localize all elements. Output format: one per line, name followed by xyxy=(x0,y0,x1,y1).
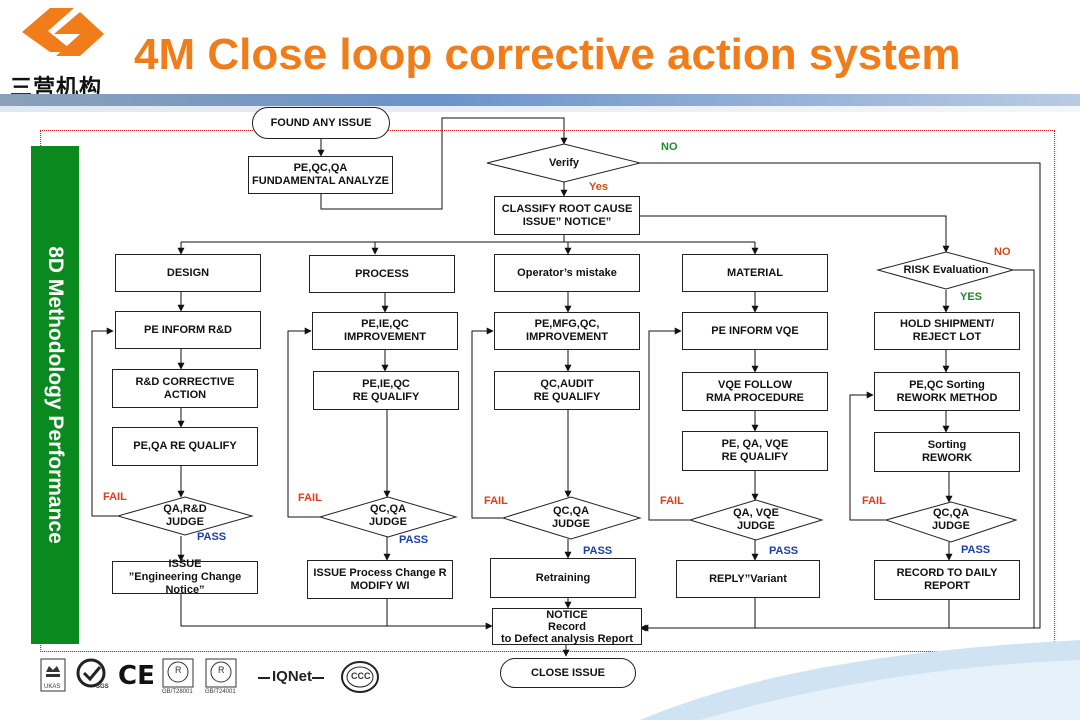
verify-decision-label: Verify xyxy=(549,156,579,169)
pe-qa-vqe-requalify-node: PE, QA, VQE RE QUALIFY xyxy=(682,431,828,471)
judge-process-label: QC,QA JUDGE xyxy=(369,503,407,528)
design-pass-tag: PASS xyxy=(197,531,227,543)
material-fail-tag: FAIL xyxy=(660,495,684,507)
pe-ie-qc-requalify-node: PE,IE,QC RE QUALIFY xyxy=(313,371,459,410)
pe-mfg-qc-improvement-node: PE,MFG,QC, IMPROVEMENT xyxy=(494,312,640,350)
notice-record-node: NOTICE Record to Defect analysis Report xyxy=(492,608,642,645)
vqe-follow-rma-node: VQE FOLLOW RMA PROCEDURE xyxy=(682,372,828,411)
issue-process-change-node: ISSUE Process Change R MODIFY WI xyxy=(307,560,453,599)
judge-design-label: QA,R&D JUDGE xyxy=(163,503,207,528)
iqnet-label: IQNet xyxy=(272,668,313,685)
verify-decision-shape xyxy=(486,143,641,183)
ukas-crown-icon xyxy=(40,658,66,692)
pe-qc-sorting-node: PE,QC Sorting REWORK METHOD xyxy=(874,372,1020,411)
reply-variant-node: REPLY”Variant xyxy=(676,560,820,598)
rohs-mark-icon xyxy=(205,658,237,688)
rohs-mark-icon xyxy=(162,658,194,688)
rohs-badge-2: R GB/T24001 xyxy=(205,658,239,695)
sgs-badge: SGS xyxy=(76,658,110,692)
operator-fail-tag: FAIL xyxy=(484,495,508,507)
ce-badge: CE xyxy=(118,661,155,691)
sorting-rework-node: Sorting REWORK xyxy=(874,432,1020,472)
judge-material-label: QA, VQE JUDGE xyxy=(733,507,779,532)
qc-audit-requalify-node: QC,AUDIT RE QUALIFY xyxy=(494,371,640,410)
brand-logo xyxy=(22,8,104,56)
rohs-r-2: R xyxy=(218,665,225,675)
conn-design-fail-loop xyxy=(91,327,118,517)
classify-root-cause-node: CLASSIFY ROOT CAUSE ISSUE” NOTICE” xyxy=(494,196,640,235)
bottom-wave-decoration xyxy=(640,640,1080,720)
judge-design-shape xyxy=(116,496,254,536)
verify-yes-tag: Yes xyxy=(589,181,608,193)
cert-code-1: GB/T28001 xyxy=(162,689,193,695)
judge-risk-label: QC,QA JUDGE xyxy=(932,507,970,532)
risk-evaluation-label: RISK Evaluation xyxy=(903,263,989,276)
material-pass-tag: PASS xyxy=(769,545,799,557)
conn-risk-no xyxy=(1013,269,1035,628)
conn-operator-fail-loop xyxy=(471,327,503,519)
rohs-r-1: R xyxy=(175,665,182,675)
sgs-check-icon xyxy=(76,658,106,688)
found-any-issue-node: FOUND ANY ISSUE xyxy=(252,107,390,139)
pe-inform-vqe-node: PE INFORM VQE xyxy=(682,312,828,350)
logo-upper-chevron xyxy=(22,8,74,52)
risk-fail-tag: FAIL xyxy=(862,495,886,507)
risk-evaluation-shape xyxy=(876,251,1015,290)
risk-no-tag: NO xyxy=(994,246,1011,258)
sgs-label: SGS xyxy=(96,684,109,690)
pe-qa-requalify-node: PE,QA RE QUALIFY xyxy=(112,427,258,466)
ccc-badge: CCC xyxy=(340,660,380,694)
judge-operator-shape xyxy=(501,496,642,540)
judge-process-shape xyxy=(318,496,458,538)
page-title: 4M Close loop corrective action system xyxy=(134,30,961,79)
material-category-node: MATERIAL xyxy=(682,254,828,292)
process-category-node: PROCESS xyxy=(309,255,455,293)
verify-no-tag: NO xyxy=(661,141,678,153)
conn-material-fail-loop xyxy=(648,327,690,521)
operator-mistake-node: Operator’s mistake xyxy=(494,254,640,292)
conn-classify-risk xyxy=(640,215,950,253)
rd-corrective-action-node: R&D CORRECTIVE ACTION xyxy=(112,369,258,408)
header-band-light xyxy=(0,106,1080,112)
iqnet-line-icon xyxy=(258,677,324,679)
ccc-mark-icon xyxy=(341,661,379,693)
risk-pass-tag: PASS xyxy=(961,544,991,556)
design-fail-tag: FAIL xyxy=(103,491,127,503)
design-category-node: DESIGN xyxy=(115,254,261,292)
conn-analyze-verify xyxy=(320,117,568,210)
conn-process-fail-loop xyxy=(287,327,320,518)
pe-inform-rd-node: PE INFORM R&D xyxy=(115,311,261,349)
hold-shipment-node: HOLD SHIPMENT/ REJECT LOT xyxy=(874,312,1020,350)
process-pass-tag: PASS xyxy=(399,534,429,546)
methodology-sidebar xyxy=(31,146,79,644)
fundamental-analyze-node: PE,QC,QA FUNDAMENTAL ANALYZE xyxy=(248,156,393,194)
cert-code-2: GB/T24001 xyxy=(205,689,236,695)
judge-risk-shape xyxy=(884,501,1018,543)
judge-operator-label: QC,QA JUDGE xyxy=(552,505,590,530)
header-band xyxy=(0,94,1080,106)
ccc-label: CCC xyxy=(351,671,371,681)
close-issue-node: CLOSE ISSUE xyxy=(500,658,636,688)
logo-lower-chevron xyxy=(54,12,104,56)
risk-yes-tag: YES xyxy=(960,291,983,303)
conn-risk-fail-loop xyxy=(849,391,886,521)
process-fail-tag: FAIL xyxy=(298,492,322,504)
judge-material-shape xyxy=(688,499,824,541)
rohs-badge-1: R GB/T28001 xyxy=(162,658,196,695)
ukas-badge: UKAS xyxy=(40,658,66,692)
iqnet-badge: IQNet xyxy=(258,668,324,688)
issue-ecn-node: ISSUE ”Engineering Change Notice” xyxy=(112,558,258,596)
record-daily-report-node: RECORD TO DAILY REPORT xyxy=(874,560,1020,600)
ukas-label: UKAS xyxy=(44,684,61,690)
pe-ie-qc-improvement-node: PE,IE,QC IMPROVEMENT xyxy=(312,312,458,350)
operator-pass-tag: PASS xyxy=(583,545,613,557)
retraining-node: Retraining xyxy=(490,558,636,598)
